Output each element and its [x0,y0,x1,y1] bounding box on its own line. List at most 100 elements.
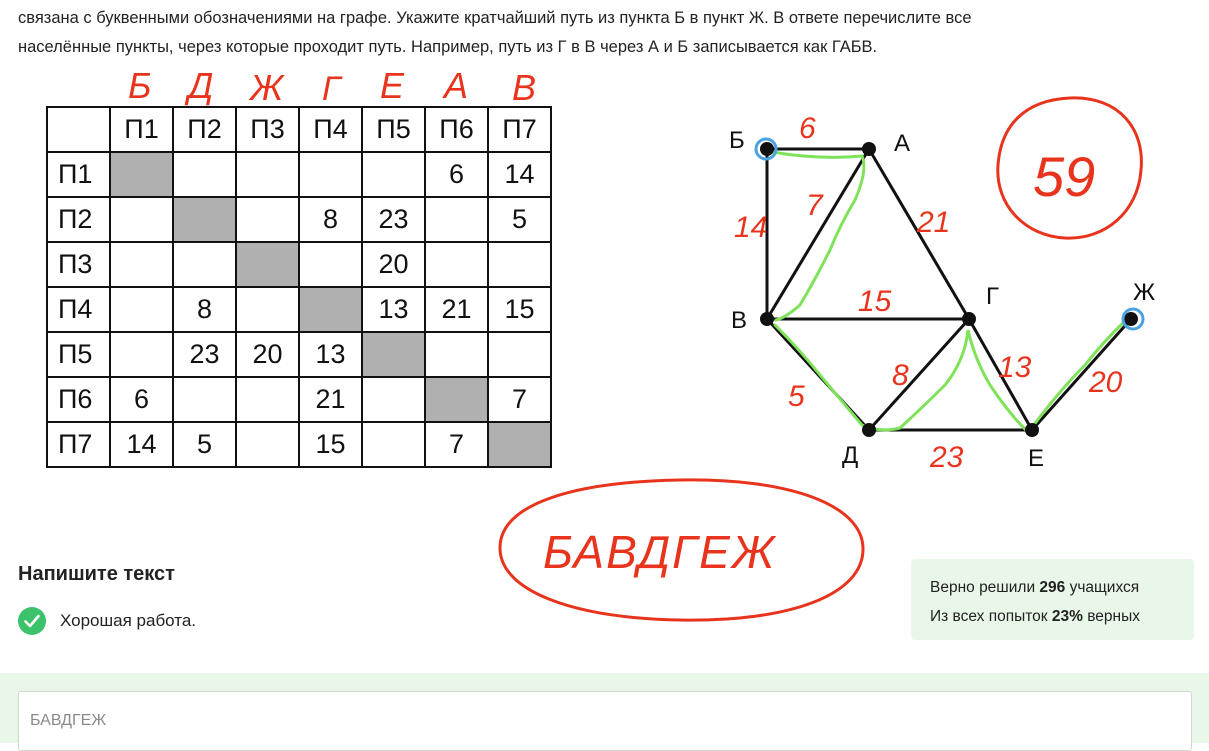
table-row-header: П2 [46,196,111,243]
edge-AG [867,148,971,320]
table-diagonal-cell [424,376,489,423]
edge-EZh [1030,318,1133,431]
table-cell [235,376,300,423]
table-cell [361,421,426,468]
table-cell: 20 [361,241,426,288]
path-stroke-2 [773,323,1030,434]
table-row-header: П6 [46,376,111,423]
node-E [1025,423,1039,437]
table-cell: 21 [298,376,363,423]
table-corner-cell [46,106,111,153]
table-diagonal-cell [487,421,552,468]
table-cell: 8 [298,196,363,243]
weight-VA: 7 [806,189,824,222]
highlighted-path [770,150,1126,434]
answer-input[interactable] [18,691,1192,751]
section-title: Напишите текст [18,563,175,585]
table-cell [235,421,300,468]
table-cell [298,151,363,198]
table-diagonal-cell [361,331,426,378]
node-Zh [1124,312,1138,326]
weight-VD: 5 [788,380,805,413]
task-line-2: населённые пункты, через которые проходи… [18,38,878,56]
edge-DG [867,317,971,432]
table-cell: 13 [298,331,363,378]
path-stroke-3 [1031,320,1126,428]
table-cell: 21 [424,286,489,333]
weight-AG: 21 [916,206,950,239]
weight-VG: 15 [858,285,892,318]
stats-solved-prefix: Верно решили [930,579,1040,596]
check-circle-icon [18,607,46,635]
table-cell [172,151,237,198]
task-line-1: связана с буквенными обозначениями на гр… [18,9,972,27]
start-highlight [754,137,778,161]
stats-attempts-pct: 23% [1051,608,1083,625]
table-cell [235,151,300,198]
node-label-V: В [731,307,747,334]
table-cell [487,331,552,378]
table-cell [109,196,174,243]
table-col-header: П1 [109,106,174,153]
table-col-header: П7 [487,106,552,153]
score-circle [996,96,1143,240]
table-diagonal-cell [235,241,300,288]
table-diagonal-cell [172,196,237,243]
table-cell [109,331,174,378]
table-cell [424,196,489,243]
node-label-D: Д [842,442,858,469]
table-cell: 6 [109,376,174,423]
weight-BV: 14 [734,211,767,244]
node-V [760,312,774,326]
node-label-E: Е [1028,445,1044,472]
score-value: 59 [1033,145,1095,208]
table-cell: 15 [298,421,363,468]
table-cell: 14 [487,151,552,198]
table-col-header: П6 [424,106,489,153]
table-cell [298,241,363,288]
stats-attempts-prefix: Из всех попыток [930,608,1052,625]
stats-panel: Верно решили 296 учащихся Из всех попыто… [911,559,1194,640]
table-cell: 7 [424,421,489,468]
table-row-header: П3 [46,241,111,288]
table-cell: 14 [109,421,174,468]
node-G [962,312,976,326]
table-col-header: П2 [172,106,237,153]
table-cell [172,241,237,288]
table-row-header: П4 [46,286,111,333]
table-cell: 13 [361,286,426,333]
edge-VA [765,148,871,320]
weight-EZh: 20 [1088,366,1123,399]
table-cell: 8 [172,286,237,333]
table-col-header: П4 [298,106,363,153]
table-cell: 7 [487,376,552,423]
weight-BA: 6 [799,112,816,145]
stats-solved: Верно решили 296 учащихся [930,573,1194,602]
node-B [760,142,774,156]
table-cell [235,196,300,243]
table-cell [361,151,426,198]
table-cell: 20 [235,331,300,378]
weight-GE: 13 [998,351,1032,384]
table-cell: 5 [172,421,237,468]
table-cell: 23 [172,331,237,378]
node-label-A: А [894,130,910,157]
stats-attempts: Из всех попыток 23% верных [930,602,1194,631]
table-diagonal-cell [298,286,363,333]
table-row-header: П1 [46,151,111,198]
edge-GE [967,318,1034,431]
table-diagonal-cell [109,151,174,198]
table-cell: 15 [487,286,552,333]
table-cell [109,286,174,333]
table-row-header: П5 [46,331,111,378]
task-statement: связана с буквенными обозначениями на гр… [18,4,1198,62]
node-label-B: Б [729,127,745,154]
table-cell: 5 [487,196,552,243]
